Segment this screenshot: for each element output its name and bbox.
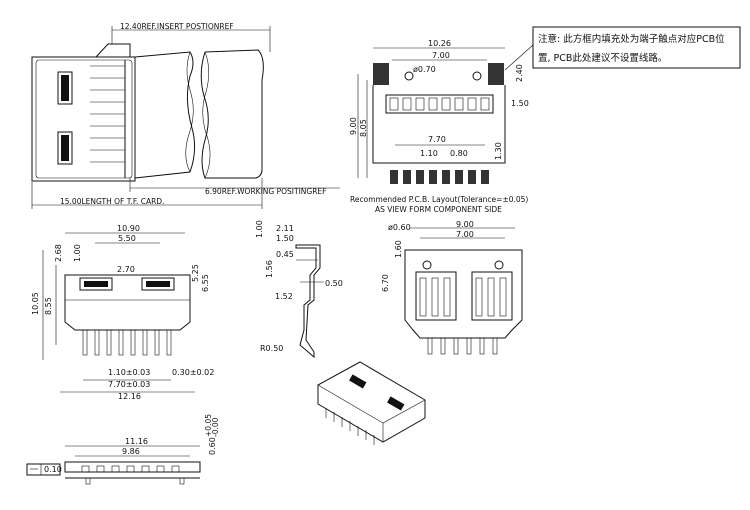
- right-view: ø0.60 9.00 7.00 1.60 6.70: [381, 220, 523, 355]
- side-h156: 1.56: [265, 260, 274, 278]
- side-d152: 1.52: [275, 292, 293, 301]
- note-box: 注意: 此方框内填充处为端子触点对应PCB位 置, PCB此处建议不设置线路。: [504, 26, 741, 71]
- note-line-2: 置, PCB此处建议不设置线路。: [538, 52, 667, 64]
- front-pins: [82, 329, 172, 356]
- front-h855: 8.55: [44, 297, 53, 315]
- side-d045: 0.45: [276, 250, 294, 259]
- pcb-height-900: 9.00: [349, 117, 358, 135]
- right-body: [404, 249, 523, 339]
- right-hole: ø0.60: [388, 223, 411, 232]
- right-h670: 6.70: [381, 274, 390, 292]
- pcb-pitch-110: 1.10: [420, 149, 438, 158]
- pcb-pad-left: [373, 63, 389, 85]
- window-bottom: [57, 131, 73, 165]
- pcb-layout: 10.26 7.00 ø0.70 2.40 1.50 9.00 8.05: [349, 39, 529, 214]
- pcb-pad-130: 1.30: [494, 142, 503, 160]
- front-w1216: 12.16: [118, 392, 141, 401]
- front-pin-width: 0.30±0.02: [172, 368, 214, 377]
- front-h268: 2.68: [54, 244, 63, 262]
- bottom-tol-sup: +0.05: [204, 414, 213, 437]
- card-part-2: [200, 49, 264, 179]
- pcb-dim-240: 2.40: [515, 64, 524, 82]
- front-pitch: 1.10±0.03: [108, 368, 150, 377]
- pcb-dim-150: 1.50: [511, 99, 529, 108]
- pcb-bottom-pads: [390, 170, 489, 184]
- bottom-tol-sub: -0.00: [211, 417, 220, 437]
- side-radius: R0.50: [260, 344, 283, 353]
- pcb-width-total: 10.26: [428, 39, 451, 48]
- window-bottom-fill: [61, 135, 69, 161]
- pcb-hole-right: [472, 71, 482, 81]
- pcb-outline: [372, 85, 506, 164]
- pcb-contact-pads: [389, 97, 490, 111]
- contacts: [90, 60, 136, 178]
- front-view: 10.90 5.50 2.70 2.68 1.00 10.05 8.55 5.2…: [31, 224, 214, 401]
- bottom-w986: 9.86: [122, 447, 140, 456]
- side-w150: 1.50: [276, 234, 294, 243]
- side-view: 2.11 1.50 1.00 0.45 1.56 0.50 1.52 R0.50: [255, 220, 343, 359]
- pcb-pad-right: [488, 63, 504, 85]
- front-h100: 1.00: [73, 244, 82, 262]
- card-length-label: 15.00LENGTH OF T.F. CARD.: [60, 197, 164, 206]
- front-w770: 7.70±0.03: [108, 380, 150, 389]
- insert-position-label: 12.40REF.INSERT POSTIONREF: [120, 22, 234, 31]
- window-top-fill: [61, 75, 69, 101]
- front-w550: 5.50: [118, 234, 136, 243]
- card-part-1: [134, 51, 196, 179]
- iso-body: [317, 361, 426, 443]
- front-body: [64, 274, 191, 331]
- front-w270: 2.70: [117, 265, 135, 274]
- side-profile: [295, 244, 321, 359]
- pcb-contact-row: [385, 94, 494, 114]
- front-h525: 5.25: [191, 264, 200, 282]
- note-frame: [532, 26, 741, 69]
- iso-pins: [325, 408, 375, 445]
- bottom-flatness: 0.10: [44, 465, 62, 474]
- bottom-body: [64, 461, 201, 473]
- front-w1090: 10.90: [117, 224, 140, 233]
- connector-inner-outline: [35, 59, 133, 179]
- right-w700: 7.00: [456, 230, 474, 239]
- bottom-view: 11.16 9.86 0.60 +0.05 -0.00 0.10: [26, 414, 220, 485]
- bottom-pins: [81, 465, 185, 485]
- pcb-height-805: 8.05: [359, 119, 368, 137]
- connector-body-outline: [31, 56, 136, 182]
- pcb-hole-dia: ø0.70: [413, 65, 436, 74]
- side-w211: 2.11: [276, 224, 294, 233]
- right-hole-right: [494, 260, 504, 270]
- flatness-frame: [26, 463, 61, 476]
- side-d050: 0.50: [325, 279, 343, 288]
- window-top: [57, 71, 73, 105]
- right-contacts: [419, 277, 507, 317]
- pcb-caption-1: Recommended P.C.B. Layout(Tolerance=±0.0…: [350, 195, 528, 204]
- isometric-view: [317, 361, 426, 445]
- side-h100: 1.00: [255, 220, 264, 238]
- front-h655: 6.55: [201, 274, 210, 292]
- right-w900: 9.00: [456, 220, 474, 229]
- front-window-left: [79, 277, 113, 291]
- working-position-label: 6.90REF.WORKING POSITINGREF: [205, 187, 327, 196]
- right-hole-left: [422, 260, 432, 270]
- bottom-tol: 0.60: [208, 437, 217, 455]
- right-block-right: [471, 271, 513, 321]
- bottom-w1116: 11.16: [125, 437, 148, 446]
- pcb-caption-2: AS VIEW FORM COMPONENT SIDE: [375, 205, 502, 214]
- right-block-left: [415, 271, 457, 321]
- pcb-pad-080: 0.80: [450, 149, 468, 158]
- pcb-width-770: 7.70: [428, 135, 446, 144]
- right-pins: [427, 337, 498, 355]
- latch-tab: [95, 43, 131, 58]
- front-h1005: 10.05: [31, 292, 40, 315]
- right-h160: 1.60: [394, 240, 403, 258]
- pcb-width-inner: 7.00: [432, 51, 450, 60]
- note-line-1: 注意: 此方框内填充处为端子触点对应PCB位: [538, 33, 725, 45]
- top-view: 12.40REF.INSERT POSTIONREF 6.90REF.WORKI…: [31, 22, 340, 209]
- front-window-right: [141, 277, 175, 291]
- pcb-hole-left: [404, 71, 414, 81]
